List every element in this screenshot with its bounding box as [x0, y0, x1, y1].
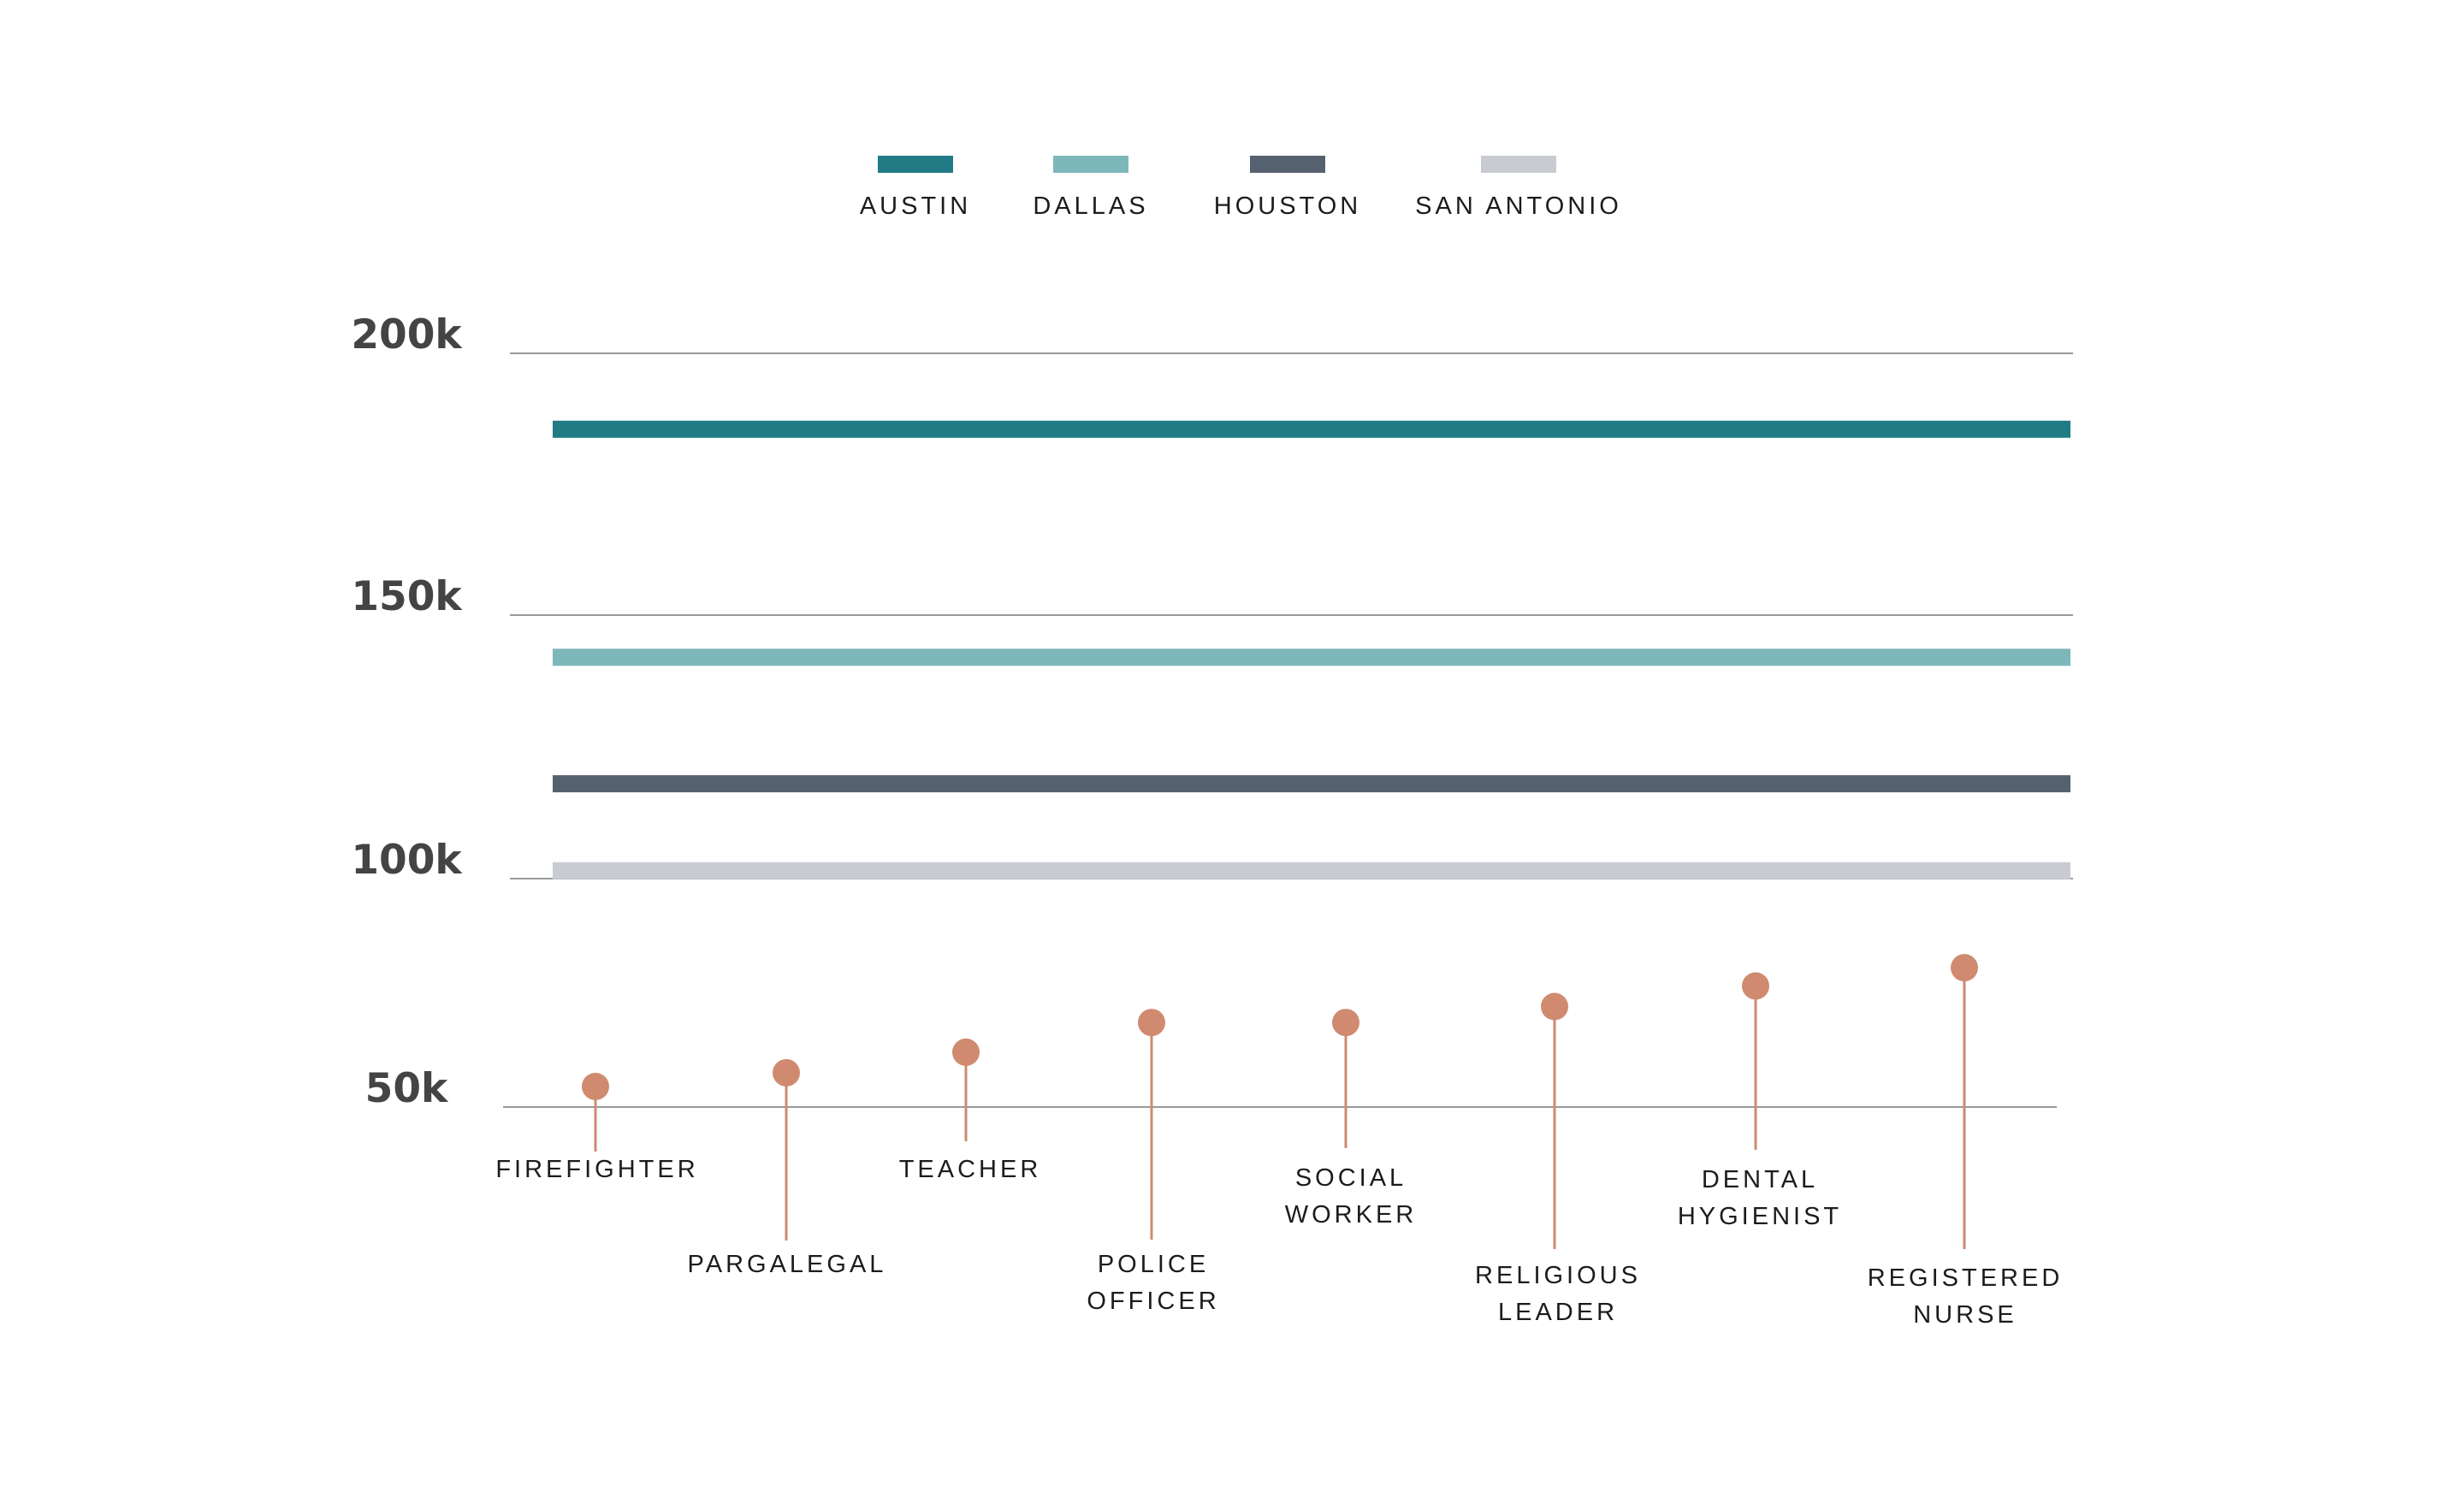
legend-swatch-san-antonio: [1481, 156, 1556, 173]
city-reference-lines: [553, 420, 2070, 879]
legend-swatch-austin: [878, 156, 953, 173]
category-label-religious-leader-line-1: RELIGIOUS: [1475, 1262, 1641, 1289]
y-tick-50k: 50k: [365, 1065, 449, 1112]
legend-label-houston: HOUSTON: [1214, 192, 1361, 220]
category-label-registered-nurse-line-1: REGISTERED: [1868, 1264, 2064, 1292]
category-label-pargalegal: PARGALEGAL: [688, 1251, 887, 1278]
reference-line-austin: [553, 420, 2070, 438]
lollipop-dot-registered-nurse: [1951, 954, 1978, 982]
legend-label-san-antonio: SAN ANTONIO: [1415, 192, 1622, 220]
legend-label-austin: AUSTIN: [860, 192, 971, 220]
lollipop-dot-dental-hygienist: [1742, 972, 1769, 1000]
y-tick-200k: 200k: [351, 311, 463, 358]
category-label-firefighter: FIREFIGHTER: [495, 1156, 698, 1183]
category-label-social-worker-line-1: SOCIAL: [1295, 1164, 1407, 1192]
reference-line-houston: [553, 775, 2070, 793]
lollipop-dot-social-worker: [1332, 1009, 1359, 1037]
category-label-teacher: TEACHER: [899, 1156, 1042, 1183]
y-tick-100k: 100k: [351, 837, 463, 884]
legend-label-dallas: DALLAS: [1033, 192, 1148, 220]
lollipop-dot-teacher: [952, 1038, 980, 1066]
category-label-social-worker-line-2: WORKER: [1285, 1201, 1418, 1229]
y-axis-ticks: 200k 150k 100k 50k: [351, 311, 463, 1112]
reference-line-san-antonio: [553, 862, 2070, 879]
legend: AUSTIN DALLAS HOUSTON SAN ANTONIO: [860, 156, 1622, 220]
category-label-dental-hygienist-line-1: DENTAL: [1702, 1166, 1818, 1193]
category-label-registered-nurse-line-2: NURSE: [1913, 1301, 2017, 1329]
legend-swatch-dallas: [1053, 156, 1128, 173]
gridlines: [503, 352, 2073, 1108]
lollipop-dot-firefighter: [582, 1072, 609, 1100]
category-label-police-officer-line-1: POLICE: [1098, 1251, 1209, 1278]
lollipop-dot-pargalegal: [773, 1058, 800, 1087]
y-tick-150k: 150k: [351, 573, 463, 620]
category-label-dental-hygienist-line-2: HYGIENIST: [1678, 1203, 1842, 1230]
lollipop-dot-police-officer: [1138, 1009, 1165, 1037]
lollipop-dot-religious-leader: [1541, 992, 1568, 1021]
category-label-police-officer-line-2: OFFICER: [1087, 1288, 1219, 1315]
reference-line-dallas: [553, 648, 2070, 666]
occupation-lollipops: FIREFIGHTER PARGALEGAL TEACHER POLICE OFFICE…: [495, 954, 2064, 1329]
category-label-religious-leader-line-2: LEADER: [1498, 1299, 1618, 1326]
legend-swatch-houston: [1250, 156, 1325, 173]
